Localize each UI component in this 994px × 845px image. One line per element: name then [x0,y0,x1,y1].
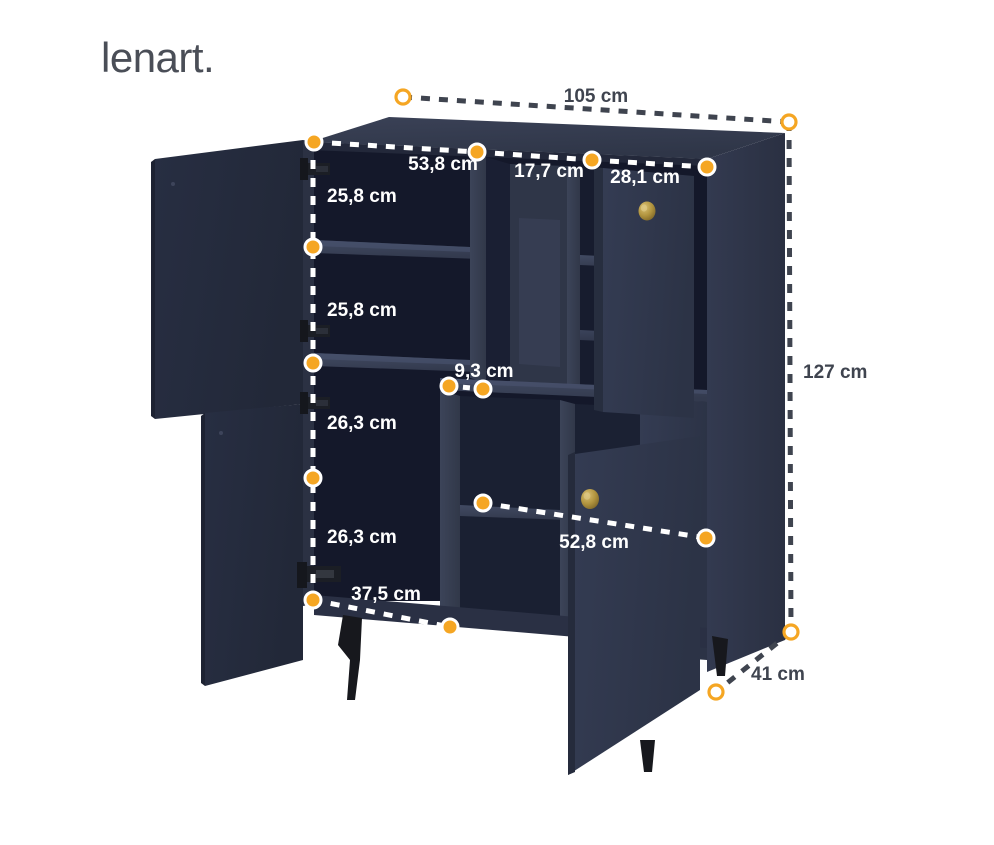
marker-inner [303,237,323,257]
dim-label-bottom-right-width: 52,8 cm [559,532,629,553]
dim-line-375 [312,597,451,630]
knob-icon[interactable] [581,489,599,509]
shelf-left-1-highlight [314,240,470,252]
marker-inner [303,468,323,488]
lower-right-door-panel[interactable] [568,436,700,775]
middle-panel-inset [519,218,560,367]
knob-highlight [583,492,591,500]
vertical-divider-upper-left [470,152,486,382]
middle-compartment-back [486,157,510,382]
marker-inner [473,493,493,513]
dim-label-divider-offset: 9,3 cm [454,361,513,382]
leg-rear-right [712,636,728,676]
legs-group [338,615,728,772]
shelf-left-2-highlight [314,353,470,365]
marker-inner [473,379,493,399]
outer-dimension-lines [402,94,794,694]
dim-line-depth [714,630,793,694]
marker-inner [697,157,717,177]
inner-dimension-labels: 53,8 cm 17,7 cm 28,1 cm 25,8 cm 25,8 cm … [327,154,680,605]
marker-outer [394,88,412,106]
dim-label-middle-section: 17,7 cm [514,161,584,182]
dim-label-height: 127 cm [803,362,867,383]
dim-label-shelf-gap-1: 25,8 cm [327,186,397,207]
door-pin-upper [171,182,175,186]
dim-label-shelf-gap-4: 26,3 cm [327,527,397,548]
upper-right-door-panel[interactable] [603,168,694,418]
marker-inner [440,617,460,637]
upper-left-door-edge [151,159,155,419]
dim-label-width: 105 cm [564,86,628,107]
brand-logo: lenart. [101,34,215,81]
marker-inner [467,142,487,162]
leg-front-right [640,740,655,772]
vertical-divider-lower-left [440,390,460,620]
dim-line-528 [482,500,707,541]
dim-label-depth: 41 cm [751,664,805,685]
lower-right-door-edge [568,452,575,775]
knob-highlight [640,204,648,212]
dim-label-bottom-left-depth: 37,5 cm [351,584,421,605]
vertical-divider-middle-right [567,166,580,387]
top-panel [310,117,785,159]
dim-line-section-281 [591,157,708,170]
marker-inner [303,590,323,610]
marker-inner [303,353,323,373]
lower-left-door[interactable] [201,404,303,686]
upper-left-door[interactable] [151,140,303,419]
marker-outer [782,623,800,641]
dim-line-height [786,121,794,633]
door-pin-lower [219,431,223,435]
marker-inner [304,132,324,152]
doors-group [151,140,700,775]
marker-outer [780,113,798,131]
dim-label-right-section: 28,1 cm [610,167,680,188]
dimension-markers [303,88,800,701]
dim-line-section-177 [476,149,593,163]
dim-label-top-left-section: 53,8 cm [408,154,478,175]
marker-inner [582,150,602,170]
outer-dimension-labels: 105 cm 127 cm 41 cm [564,86,868,685]
upper-right-door[interactable] [594,167,694,418]
leg-front-left [338,615,362,700]
left-front-edge [303,140,314,606]
marker-outer [707,683,725,701]
lower-left-door-edge [201,413,205,686]
knob-icon[interactable] [638,201,656,221]
marker-inner [439,376,459,396]
marker-inner [696,528,716,548]
lower-left-door-panel[interactable] [205,404,303,686]
upper-right-door-edge [594,167,603,412]
lower-left-interior [314,390,440,601]
right-side-panel [707,133,785,672]
lower-right-door[interactable] [568,436,700,775]
upper-left-door-panel[interactable] [155,140,303,419]
dim-label-shelf-gap-2: 25,8 cm [327,300,397,321]
dim-label-shelf-gap-3: 26,3 cm [327,413,397,434]
